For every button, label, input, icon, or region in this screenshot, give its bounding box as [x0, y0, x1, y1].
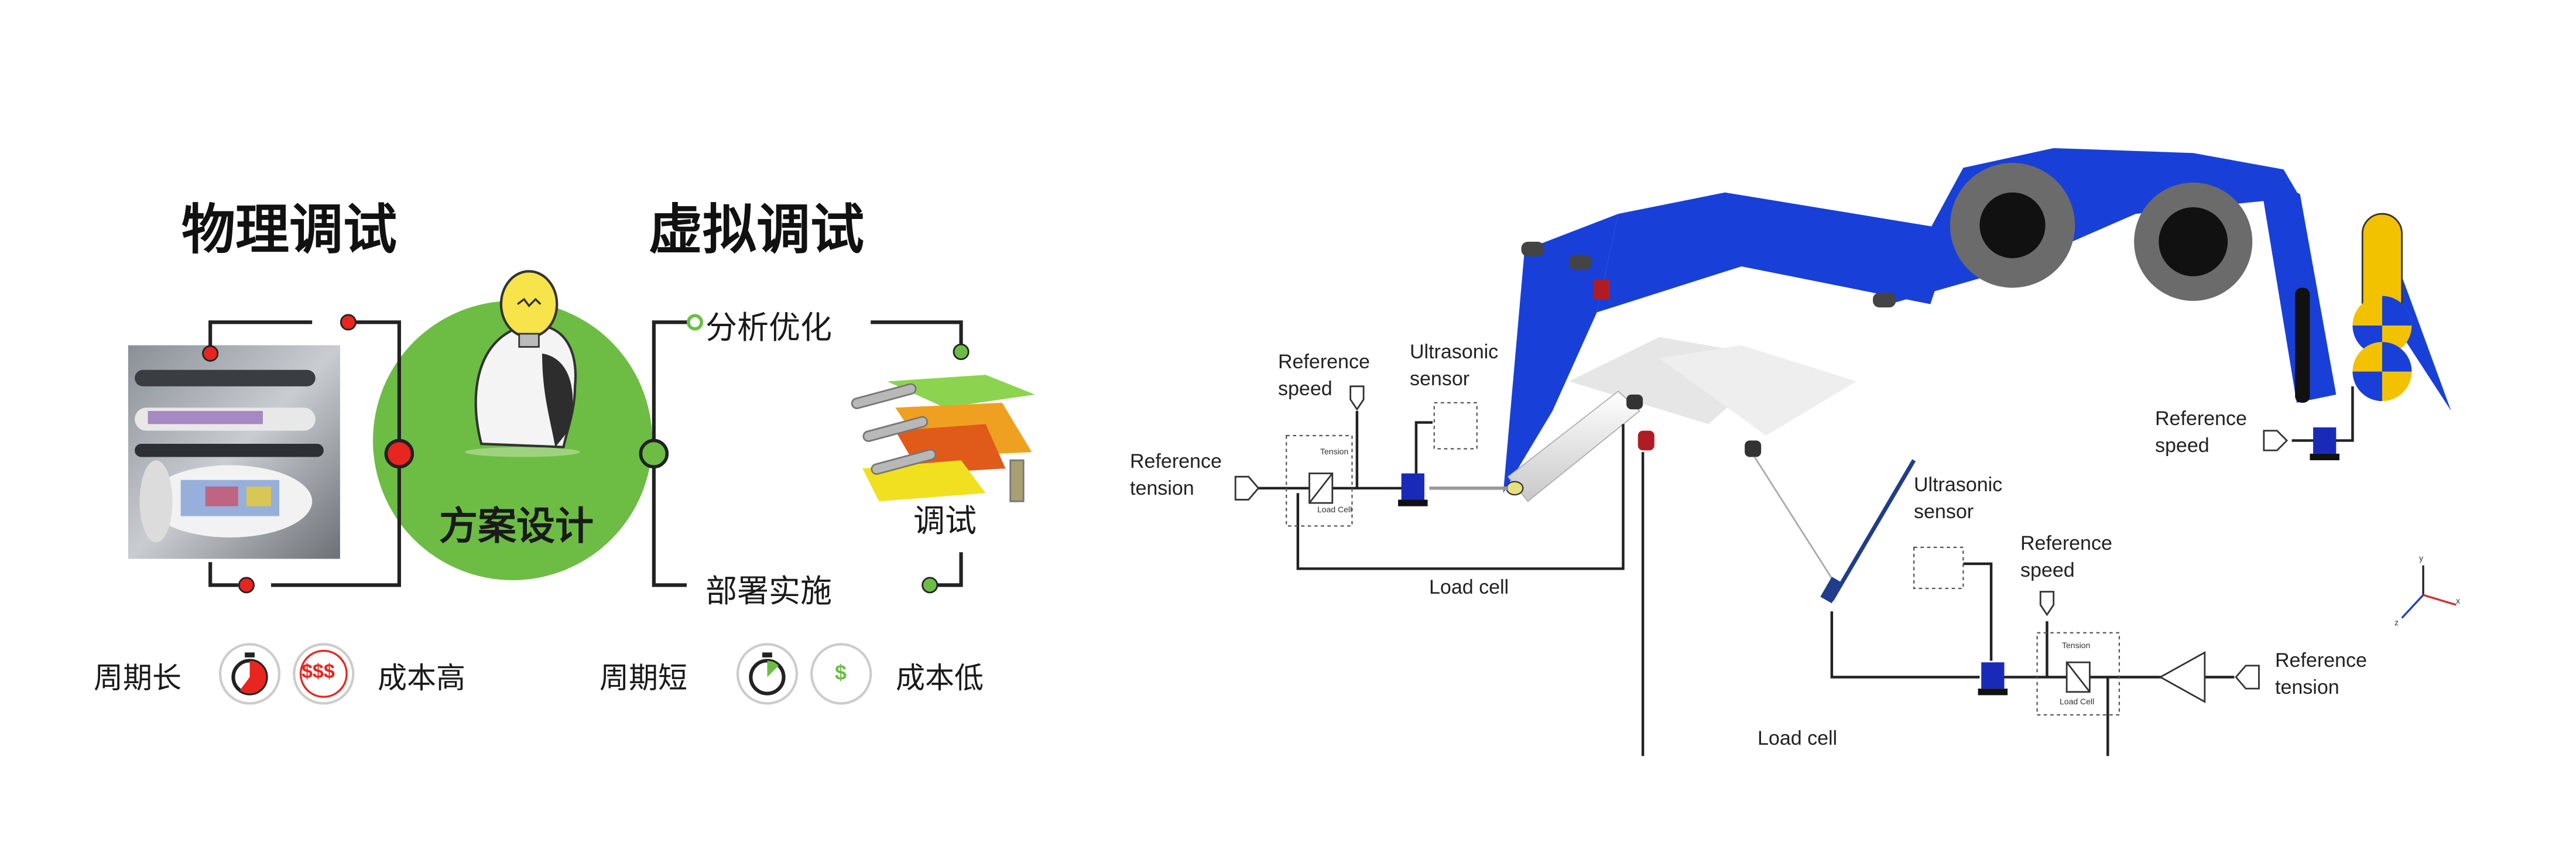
lightbulb-icon — [499, 270, 559, 348]
reference-speed-label-3: Reference speed — [2020, 532, 2112, 581]
reference-tension-label: Reference tension — [1130, 450, 1222, 499]
control-boxes — [1286, 402, 2121, 716]
red-node — [238, 577, 255, 594]
physical-cycle-label: 周期长 — [94, 661, 181, 695]
step-debug-label: 调试 — [913, 502, 977, 539]
load-cell-small-label-2: Load Cell — [2060, 697, 2095, 706]
idea-head-icon — [465, 324, 580, 457]
axis-z-label: z — [2395, 618, 2399, 627]
green-node — [922, 577, 938, 594]
load-cell-label: Load cell — [1429, 576, 1509, 598]
load-cell-label-2: Load cell — [1758, 727, 1838, 749]
axis-triad-icon — [2401, 565, 2457, 619]
tension-small-label: Tension — [1320, 447, 1349, 456]
green-node — [686, 314, 704, 331]
reference-speed-label-2: Reference speed — [2155, 407, 2247, 457]
tension-small-label-2: Tension — [2062, 641, 2091, 650]
control-blocks — [1234, 385, 2289, 703]
axis-x-label: x — [2456, 596, 2460, 605]
rollers — [1521, 163, 2412, 403]
axis-y-label: y — [2419, 553, 2423, 563]
physical-debug-title: 物理调试 — [181, 198, 398, 261]
step-analyze-label: 分析优化 — [705, 309, 832, 346]
green-node — [953, 343, 970, 360]
red-node — [340, 314, 357, 331]
green-node-large — [639, 439, 669, 469]
virtual-debug-title: 虚拟调试 — [649, 198, 865, 261]
stopwatch-long-icon — [218, 643, 281, 705]
virtual-cost-label: 成本低 — [896, 661, 984, 695]
ultrasonic-sensor-label-2: Ultrasonic sensor — [1914, 474, 2003, 523]
physical-machine-photo — [128, 345, 340, 559]
design-label: 方案设计 — [439, 504, 594, 549]
white-web — [1506, 337, 1916, 604]
virtual-model-3d — [851, 375, 1035, 502]
reference-tension-label-2: Reference tension — [2275, 649, 2367, 698]
ref-tension-source-icon — [1234, 475, 1260, 501]
red-node-large — [384, 439, 415, 469]
ultrasonic-sensor-label: Ultrasonic sensor — [1410, 341, 1499, 390]
step-deploy-label: 部署实施 — [705, 573, 832, 609]
cost-high-icon — [293, 643, 355, 705]
red-node — [202, 345, 219, 362]
motor-icons — [1398, 427, 2339, 696]
cost-low-symbol: $ — [835, 660, 847, 684]
cost-high-symbol: $$$ — [302, 660, 335, 683]
cost-low-icon — [810, 643, 872, 705]
load-cell-small-label: Load Cell — [1317, 505, 1352, 514]
ref-speed-source-icon — [1349, 385, 1365, 411]
virtual-cycle-label: 周期短 — [600, 661, 687, 695]
physical-cost-label: 成本高 — [378, 661, 465, 695]
reference-speed-label: Reference speed — [1278, 351, 1370, 400]
stopwatch-short-icon — [736, 643, 799, 705]
